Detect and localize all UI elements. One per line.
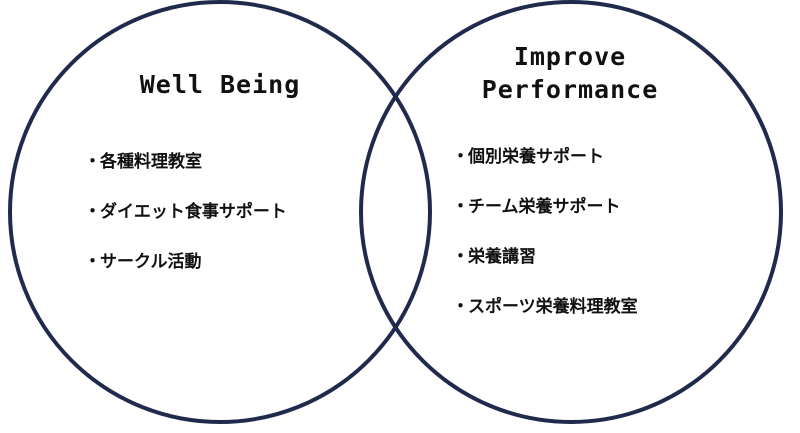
item-label: ダイエット食事サポート bbox=[100, 202, 287, 222]
improve-performance-item: ・スポーツ栄養料理教室 bbox=[452, 295, 638, 345]
bullet: ・ bbox=[452, 297, 469, 317]
well-being-circle bbox=[8, 0, 432, 424]
improve-performance-item-list: ・個別栄養サポート ・チーム栄養サポート ・栄養講習 ・スポーツ栄養料理教室 bbox=[452, 145, 638, 345]
bullet: ・ bbox=[84, 202, 101, 222]
item-label: 個別栄養サポート bbox=[468, 147, 604, 167]
well-being-item: ・ダイエット食事サポート bbox=[84, 200, 287, 250]
item-label: 栄養講習 bbox=[468, 247, 536, 267]
item-label: サークル活動 bbox=[100, 252, 202, 272]
bullet: ・ bbox=[84, 152, 101, 172]
bullet: ・ bbox=[84, 252, 101, 272]
bullet: ・ bbox=[452, 197, 469, 217]
improve-performance-item: ・個別栄養サポート bbox=[452, 145, 638, 195]
improve-performance-circle bbox=[359, 0, 783, 424]
item-label: チーム栄養サポート bbox=[468, 197, 621, 217]
improve-performance-item: ・栄養講習 bbox=[452, 245, 638, 295]
item-label: 各種料理教室 bbox=[100, 152, 202, 172]
bullet: ・ bbox=[452, 147, 469, 167]
bullet: ・ bbox=[452, 247, 469, 267]
well-being-item: ・各種料理教室 bbox=[84, 150, 287, 200]
well-being-title: Well Being bbox=[139, 70, 301, 99]
improve-performance-item: ・チーム栄養サポート bbox=[452, 195, 638, 245]
well-being-item: ・サークル活動 bbox=[84, 250, 287, 300]
item-label: スポーツ栄養料理教室 bbox=[468, 297, 638, 317]
well-being-item-list: ・各種料理教室 ・ダイエット食事サポート ・サークル活動 bbox=[84, 150, 287, 300]
improve-performance-title: Improve Performance bbox=[481, 42, 659, 104]
